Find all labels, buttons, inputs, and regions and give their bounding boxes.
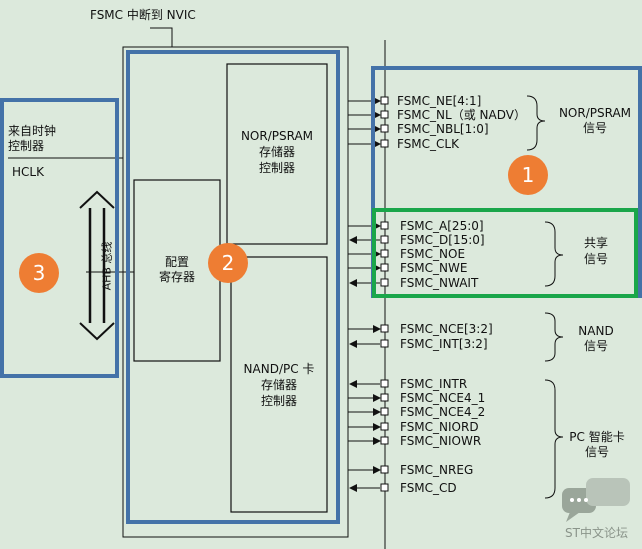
signal-label: FSMC_NCE4_1 (400, 391, 486, 405)
nand-ctrl-label-1: NAND/PC 卡 (243, 362, 315, 376)
signal-label: FSMC_NREG (400, 463, 474, 477)
nvic-label: FSMC 中断到 NVIC (90, 8, 196, 22)
nor-ctrl-label-2: 存储器 (258, 145, 295, 159)
signal-label: FSMC_NE[4:1] (397, 94, 482, 108)
signal-label: FSMC_NWAIT (400, 276, 479, 290)
nand-ctrl-label-3: 控制器 (260, 394, 297, 408)
highlight-ahb (0, 98, 119, 378)
signal-label: FSMC_INTR (400, 377, 468, 391)
group-label-pc-1: PC 智能卡 (569, 430, 625, 444)
nand-signal-arrows (348, 325, 381, 348)
group-label-nor-2: 信号 (582, 121, 607, 135)
nand-ctrl-label-2: 存储器 (260, 378, 297, 392)
badge-2: 2 (208, 243, 248, 283)
group-braces (526, 95, 564, 499)
group-label-shared-2: 信号 (583, 252, 608, 266)
nvic-line (150, 27, 173, 47)
signal-label: FSMC_NCE4_2 (400, 405, 486, 419)
group-label-nand-2: 信号 (583, 339, 608, 353)
fsmc-outline (122, 46, 349, 538)
hclk-label: HCLK (12, 165, 44, 179)
config-label-2: 寄存器 (158, 270, 195, 284)
signal-label: FSMC_CLK (397, 137, 459, 151)
highlight-fsmc (126, 50, 340, 524)
highlight-shared (372, 208, 638, 298)
forum-chat-icon (562, 478, 630, 522)
signal-label: FSMC_INT[3:2] (400, 337, 488, 351)
watermark-text: ST中文论坛 (565, 526, 628, 540)
group-label-nor-1: NOR/PSRAM (558, 106, 632, 120)
group-label-nand-1: NAND (578, 324, 614, 338)
ahb-bus-label: AHB 总线 (100, 241, 114, 291)
signal-label: FSMC_NIORD (400, 420, 479, 434)
clock-source-label-2: 控制器 (8, 139, 45, 153)
group-label-shared-1: 共享 (583, 236, 608, 250)
config-label-1: 配置 (164, 255, 189, 269)
signal-label: FSMC_A[25:0] (400, 219, 484, 233)
nor-ctrl-label-3: 控制器 (258, 161, 295, 175)
nand-block (230, 256, 328, 513)
pc-signal-arrows (348, 380, 381, 492)
pin-squares (380, 96, 389, 492)
nor-block (226, 63, 328, 245)
signal-label: FSMC_NOE (400, 247, 466, 261)
signal-label: FSMC_NCE[3:2] (400, 322, 493, 336)
nor-signal-arrows (348, 97, 381, 148)
signal-label: FSMC_CD (400, 481, 457, 495)
signal-label: FSMC_NWE (400, 261, 468, 275)
clock-source-label-1: 来自时钟 (8, 124, 57, 138)
badge-1: 1 (508, 155, 548, 195)
badge-3: 3 (19, 253, 59, 293)
group-label-pc-2: 信号 (584, 445, 609, 459)
signal-label: FSMC_D[15:0] (400, 233, 485, 247)
signal-label: FSMC_NIOWR (400, 434, 482, 448)
nor-ctrl-label-1: NOR/PSRAM (240, 129, 314, 143)
signal-label: FSMC_NBL[1:0] (397, 122, 489, 136)
signal-label: FSMC_NL（或 NADV） (397, 108, 526, 122)
